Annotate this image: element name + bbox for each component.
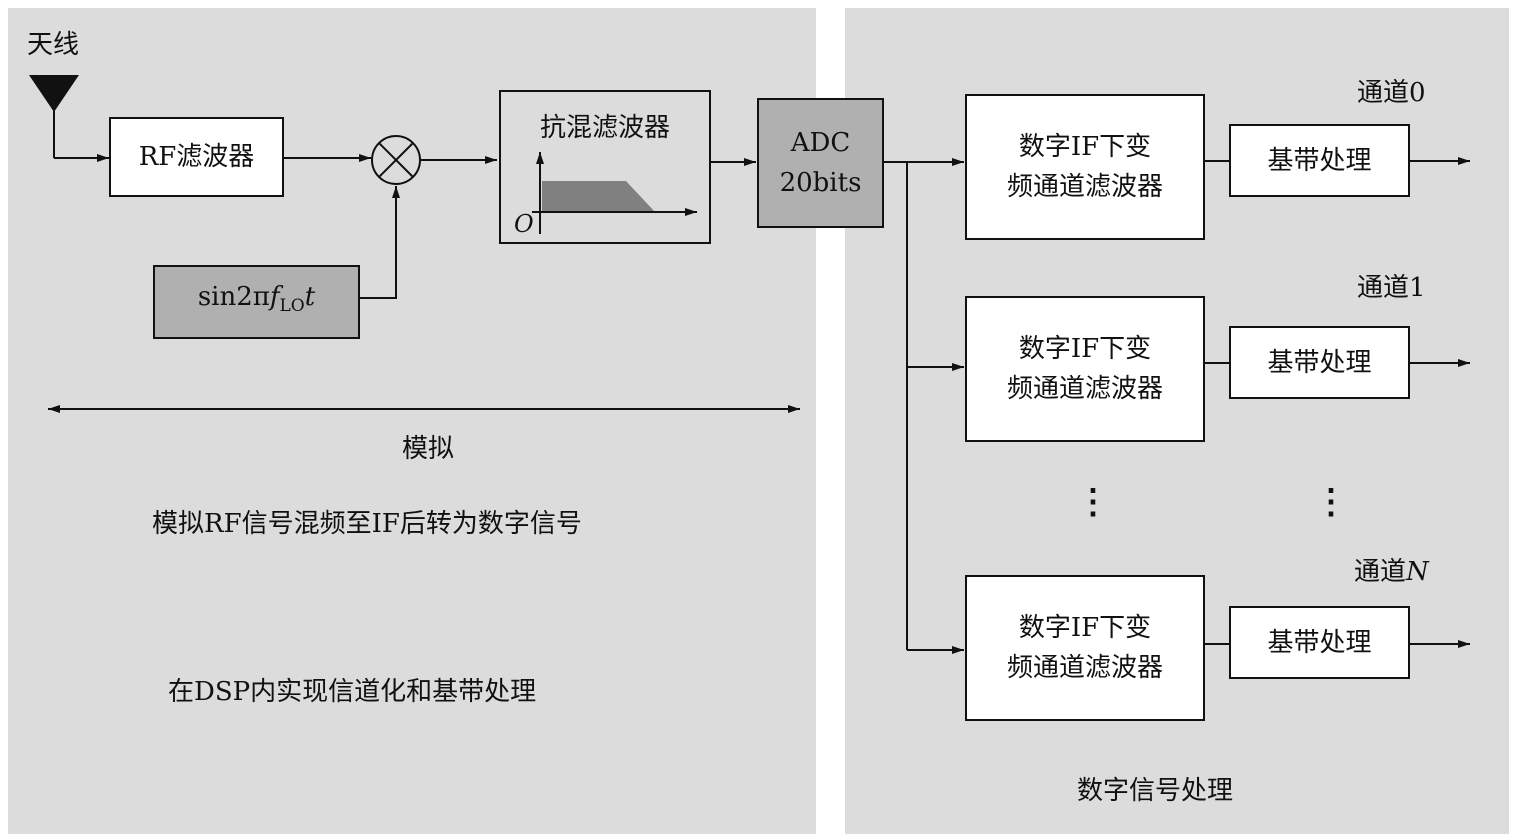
baseband-label-0: 基带处理	[1267, 145, 1372, 176]
analog-label: 模拟	[402, 434, 455, 464]
anti-alias-filter-block: 抗混滤波器	[499, 90, 711, 244]
dsp-description: 在DSP内实现信道化和基带处理	[168, 677, 537, 707]
adc-bits-label: 20bits	[779, 168, 862, 198]
baseband-label-1: 基带处理	[1267, 347, 1372, 378]
lo-label: sin2πfLOt	[197, 282, 316, 317]
channel-0-label: 通道0	[1357, 78, 1426, 108]
anti-alias-filter-label: 抗混滤波器	[539, 113, 670, 143]
ddc-filter-block-0: 数字IF下变 频通道滤波器	[965, 94, 1205, 240]
baseband-block-0: 基带处理	[1229, 124, 1410, 197]
ddc-filter-block-1: 数字IF下变 频通道滤波器	[965, 296, 1205, 442]
baseband-block-1: 基带处理	[1229, 326, 1410, 399]
channel-1-label: 通道1	[1357, 273, 1426, 303]
adc-block: ADC 20bits	[757, 98, 884, 228]
baseband-label-N: 基带处理	[1267, 627, 1372, 658]
ddc-filter-block-N: 数字IF下变 频通道滤波器	[965, 575, 1205, 721]
ellipsis-baseband: ⋮	[1314, 482, 1348, 522]
rf-filter-block: RF滤波器	[109, 117, 284, 197]
channel-N-label: 通道N	[1354, 557, 1429, 587]
digital-processing-label: 数字信号处理	[1077, 776, 1234, 806]
origin-label: O	[514, 210, 534, 238]
rf-filter-label: RF滤波器	[138, 142, 255, 172]
baseband-block-N: 基带处理	[1229, 606, 1410, 679]
local-oscillator-block: sin2πfLOt	[153, 265, 360, 339]
ellipsis-ddc: ⋮	[1076, 482, 1110, 522]
adc-label: ADC	[790, 128, 851, 158]
antenna-label: 天线	[27, 30, 80, 60]
analog-description: 模拟RF信号混频至IF后转为数字信号	[152, 509, 582, 539]
